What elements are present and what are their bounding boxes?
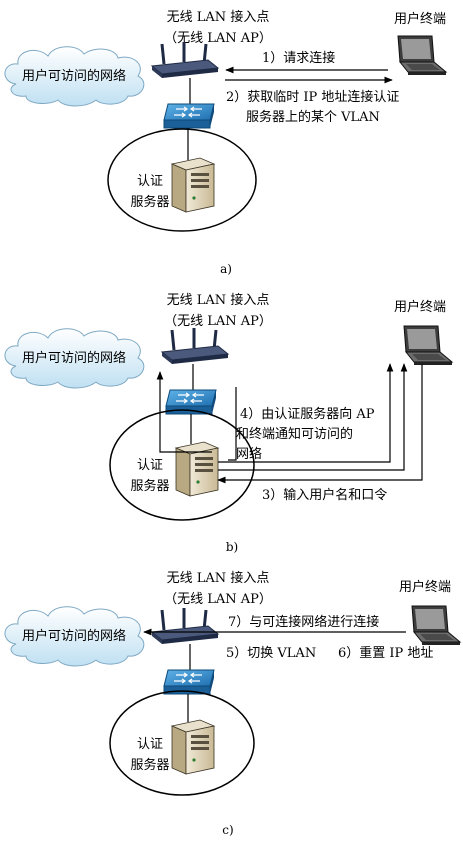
step-2-label-line-2: 服务器上的某个 VLAN xyxy=(246,109,380,125)
server-label-1: 认证 xyxy=(137,737,163,752)
server-label-1: 认证 xyxy=(137,174,163,189)
server-label-2: 服务器 xyxy=(130,478,169,494)
step-4-label-line-2: 和终端通知可访问的 xyxy=(236,426,353,442)
laptop-icon xyxy=(403,325,453,366)
caption-c: c) xyxy=(222,823,233,837)
step-3-label: 3）输入用户名和口令 xyxy=(262,487,387,503)
ap-label-1: 无线 LAN 接入点 xyxy=(167,292,270,308)
server-label-2: 服务器 xyxy=(130,194,169,210)
step-4-label-line-3: 网络 xyxy=(236,446,262,462)
notify-network-arrow xyxy=(156,371,212,453)
step-5-label: 5）切换 VLAN xyxy=(226,646,316,661)
terminal-label: 用户终端 xyxy=(394,299,446,315)
access-point-icon xyxy=(160,326,230,366)
auth-vlan-ellipse xyxy=(109,409,255,521)
ap-label-1: 无线 LAN 接入点 xyxy=(167,9,270,25)
terminal-label: 用户终端 xyxy=(399,579,451,595)
step-1-label: 1）请求连接 xyxy=(262,50,335,66)
step-4-label-line-1: 4）由认证服务器向 AP xyxy=(240,406,375,422)
caption-a: a) xyxy=(220,262,232,276)
access-point-icon xyxy=(150,40,220,80)
caption-b: b) xyxy=(226,540,238,554)
network-label: 用户可访问的网络 xyxy=(22,68,126,84)
notify-terminal-arrow-2 xyxy=(218,363,408,471)
panel-a: 无线 LAN 接入点 （无线 LAN AP） 用户终端 用户可访问的网络 认证 … xyxy=(4,9,447,276)
notify-ap-line xyxy=(228,387,237,461)
ap-label-1: 无线 LAN 接入点 xyxy=(167,570,270,586)
auth-vlan-ellipse xyxy=(109,690,255,796)
credentials-arrow xyxy=(217,364,423,484)
server-label-1: 认证 xyxy=(137,458,163,473)
step-7-label: 7）与可连接网络进行连接 xyxy=(228,614,379,630)
panel-c: 无线 LAN 接入点 （无线 LAN AP） 用户终端 用户可访问的网络 7）与… xyxy=(4,570,461,837)
server-icon xyxy=(175,441,219,497)
terminal-label: 用户终端 xyxy=(394,11,446,27)
access-point-icon xyxy=(150,606,220,646)
laptop-icon xyxy=(397,35,447,76)
step-6-label: 6）重置 IP 地址 xyxy=(338,645,433,661)
network-label: 用户可访问的网络 xyxy=(22,628,126,644)
switch-icon xyxy=(163,669,215,695)
step-2-label-line-1: 2）获取临时 IP 地址连接认证 xyxy=(226,89,399,105)
server-icon xyxy=(171,157,215,213)
network-label: 用户可访问的网络 xyxy=(22,350,126,366)
ap-label-2: （无线 LAN AP） xyxy=(164,592,272,607)
ap-label-2: （无线 LAN AP） xyxy=(164,314,272,329)
server-icon xyxy=(171,719,215,775)
panel-b: 无线 LAN 接入点 （无线 LAN AP） 用户终端 用户可访问的网络 认证 … xyxy=(4,292,453,554)
laptop-icon xyxy=(411,605,461,646)
ap-label-2: （无线 LAN AP） xyxy=(164,31,272,46)
notify-terminal-arrow-1 xyxy=(218,363,394,463)
auth-vlan-ellipse xyxy=(107,128,257,232)
switch-icon xyxy=(163,103,215,129)
server-label-2: 服务器 xyxy=(130,757,169,773)
